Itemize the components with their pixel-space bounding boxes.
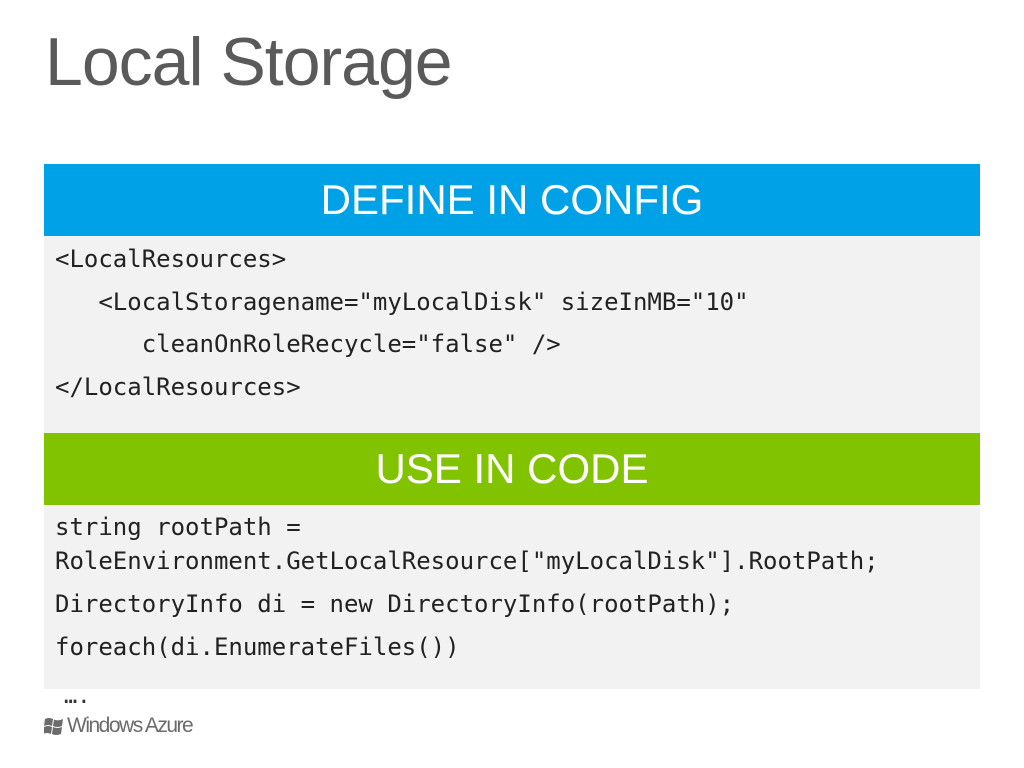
config-code-block: <LocalResources> <LocalStoragename="myLo… bbox=[44, 236, 980, 433]
define-in-config-label: DEFINE IN CONFIG bbox=[320, 176, 704, 223]
usage-code-block: string rootPath = RoleEnvironment.GetLoc… bbox=[44, 505, 980, 689]
define-in-config-header: DEFINE IN CONFIG bbox=[44, 164, 980, 236]
usage-code-line: string rootPath = bbox=[55, 513, 301, 541]
config-code-line: cleanOnRoleRecycle="false" /> bbox=[55, 330, 561, 358]
windows-azure-logo-text: Windows Azure bbox=[67, 714, 194, 737]
config-code-line: <LocalResources> bbox=[55, 245, 287, 273]
use-in-code-label: USE IN CODE bbox=[375, 445, 649, 492]
config-code-line: <LocalStoragename="myLocalDisk" sizeInMB… bbox=[55, 288, 749, 316]
usage-code-line: RoleEnvironment.GetLocalResource["myLoca… bbox=[55, 547, 879, 575]
config-code-line: </LocalResources> bbox=[55, 373, 301, 401]
usage-code-line: DirectoryInfo di = new DirectoryInfo(roo… bbox=[55, 590, 735, 618]
code-continuation-ellipsis: …. bbox=[64, 684, 91, 709]
windows-azure-logo: Windows Azure bbox=[44, 712, 194, 740]
use-in-code-header: USE IN CODE bbox=[44, 433, 980, 505]
usage-code-line: foreach(di.EnumerateFiles()) bbox=[55, 633, 460, 661]
slide-title: Local Storage bbox=[45, 24, 453, 100]
windows-flag-icon bbox=[44, 718, 63, 735]
